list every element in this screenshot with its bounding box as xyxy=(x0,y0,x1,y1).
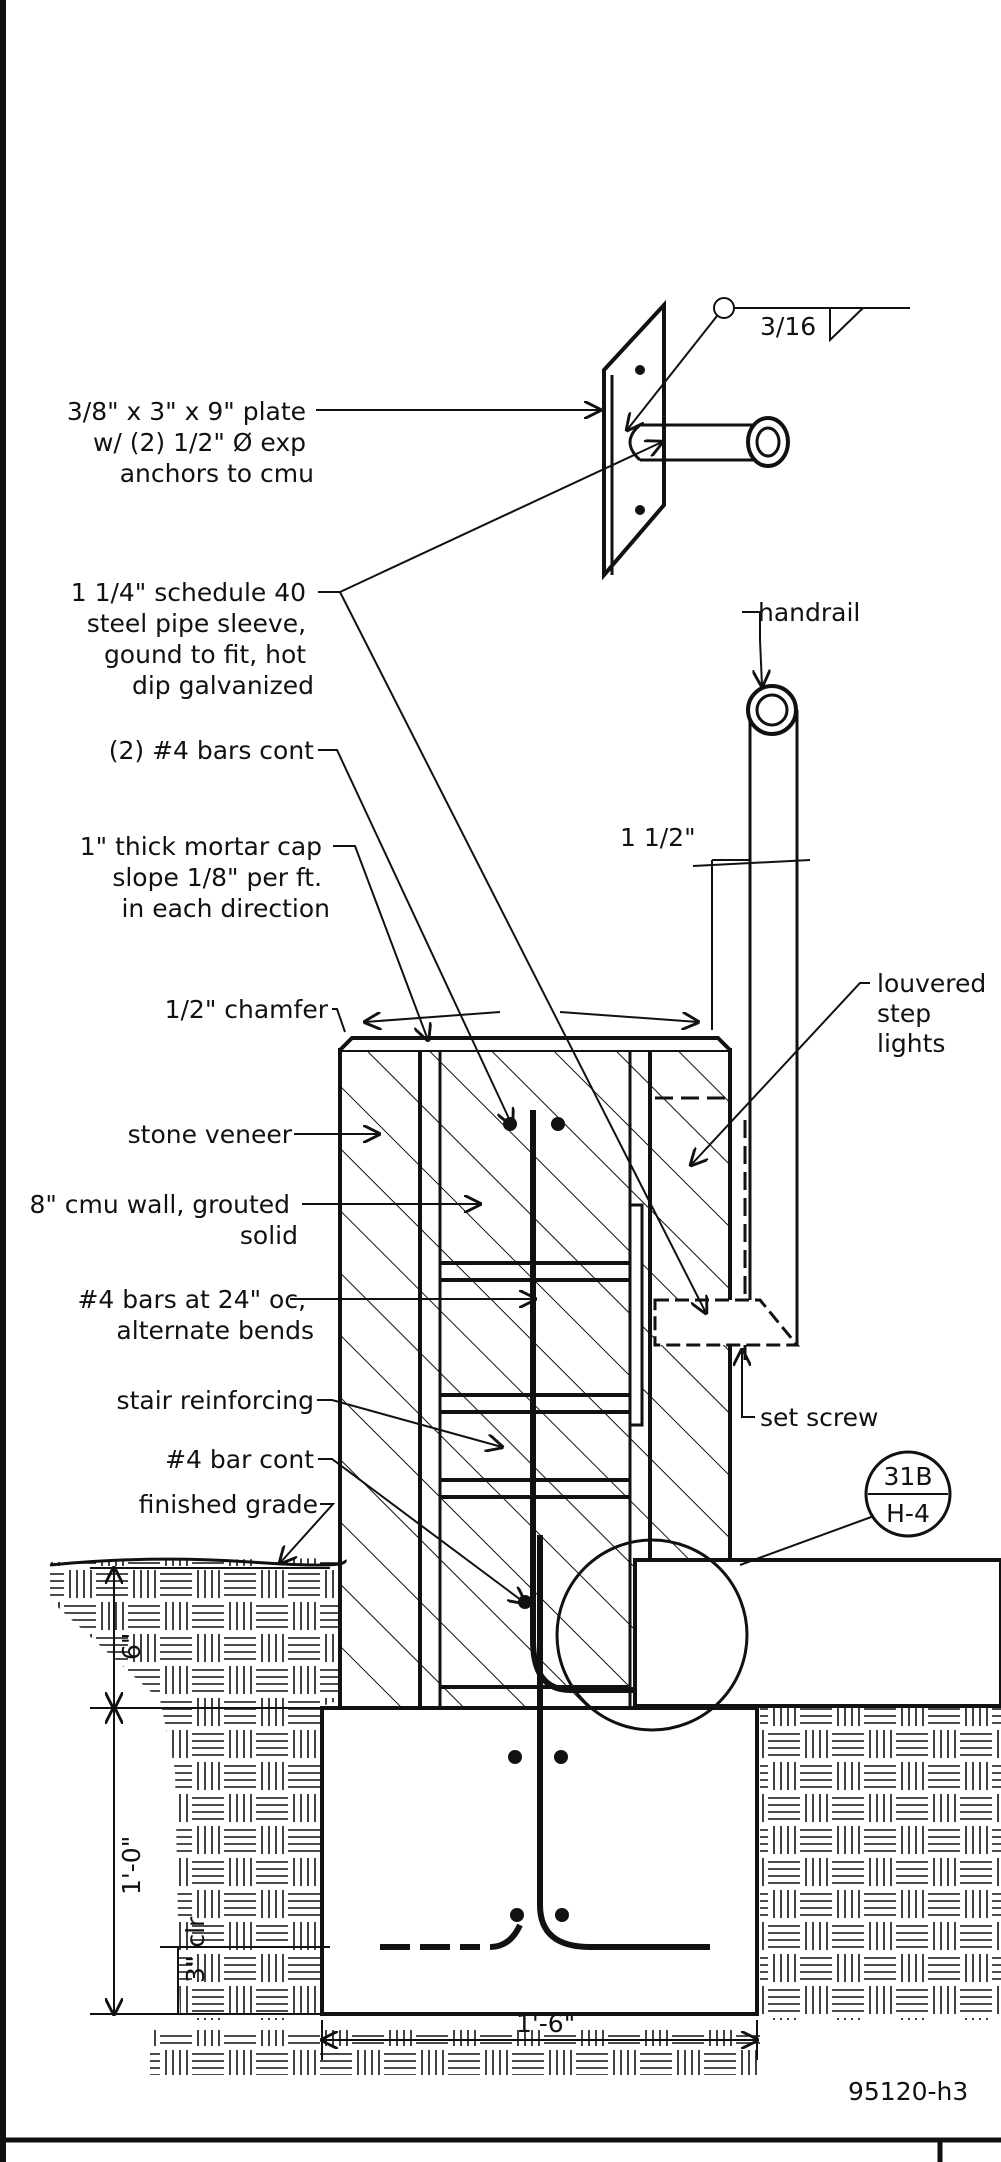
plate-detail xyxy=(602,299,790,581)
bar-cont-label: #4 bar cont xyxy=(165,1445,314,1474)
rebar xyxy=(380,1110,1001,1950)
clearance-dimension: 3" clr xyxy=(181,1916,210,1983)
detail-sheet: H-4 xyxy=(886,1499,930,1528)
detail-reference-bubble: 31B H-4 xyxy=(739,1450,952,1566)
callout-labels: 3/8" x 3" x 9" plate w/ (2) 1/2" Ø exp a… xyxy=(29,397,994,1519)
bars-24-label: #4 bars at 24" oc, alternate bends xyxy=(77,1285,314,1345)
chamfer-label: 1/2" chamfer xyxy=(165,995,329,1024)
louvered-lights-label: louvered step lights xyxy=(877,969,994,1058)
dimension-lines xyxy=(90,859,811,2060)
drawing-id: 95120-h3 xyxy=(848,2077,968,2106)
earth-fill xyxy=(49,1557,1001,2075)
pipe-sleeve-label: 1 1/4" schedule 40 steel pipe sleeve, go… xyxy=(71,578,314,700)
plate-label: 3/8" x 3" x 9" plate w/ (2) 1/2" Ø exp a… xyxy=(67,397,314,488)
footing-depth-dimension: 1'-0" xyxy=(117,1836,146,1895)
handrail xyxy=(653,684,801,1360)
rail-offset-dimension: 1 1/2" xyxy=(620,823,696,852)
stone-veneer-label: stone veneer xyxy=(128,1120,293,1149)
footing-width-dimension: 1'-6" xyxy=(516,2009,575,2038)
weld-symbol: 3/16 xyxy=(627,297,910,430)
leader-lines xyxy=(280,410,870,1603)
stair-reinforcing-label: stair reinforcing xyxy=(117,1386,314,1415)
bars-cont-label: (2) #4 bars cont xyxy=(109,736,314,765)
grade-depth-dimension: 6" xyxy=(117,1633,146,1660)
finished-grade-label: finished grade xyxy=(139,1490,318,1519)
stair-slab xyxy=(555,1538,1001,1732)
set-screw-label: set screw xyxy=(760,1403,878,1432)
mortar-cap-label: 1" thick mortar cap slope 1/8" per ft. i… xyxy=(80,832,330,923)
detail-number: 31B xyxy=(884,1462,933,1491)
handrail-label: handrail xyxy=(758,598,860,627)
cmu-wall-label: 8" cmu wall, grouted solid xyxy=(29,1190,298,1250)
weld-size-label: 3/16 xyxy=(760,312,816,341)
dimension-labels: 6" 1'-0" 3" clr 1'-6" xyxy=(117,1633,575,2038)
